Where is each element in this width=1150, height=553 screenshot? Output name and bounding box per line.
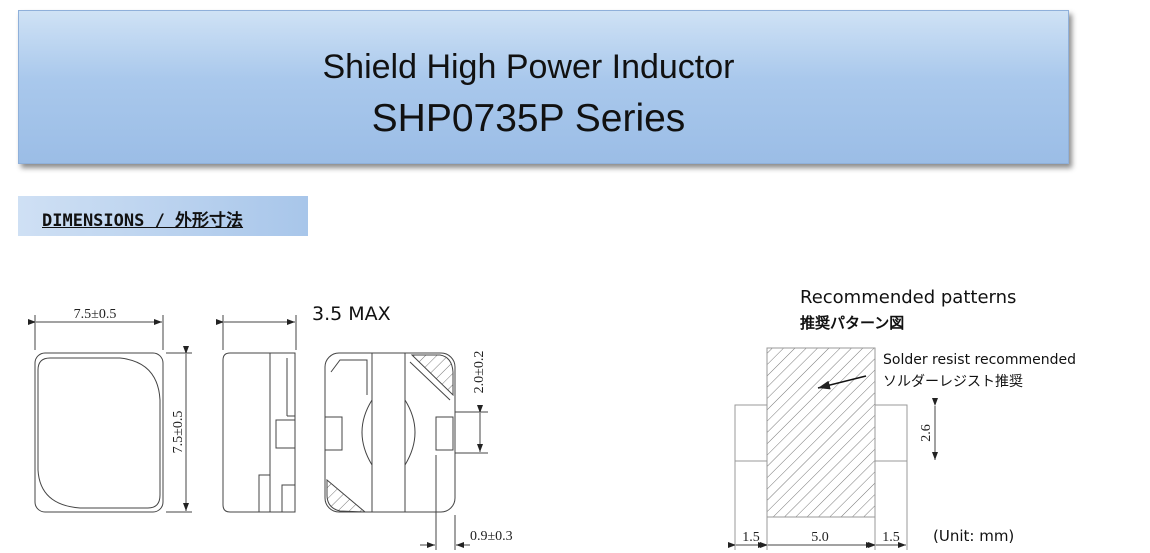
title-banner: Shield High Power Inductor SHP0735P Seri… bbox=[18, 10, 1069, 164]
dim-terminal-width: 2.0±0.2 bbox=[472, 351, 487, 394]
top-view bbox=[28, 315, 192, 513]
dim-side-height: 3.5 MAX bbox=[312, 303, 391, 325]
dim-gap: 5.0 bbox=[811, 530, 829, 545]
dim-top-width: 7.5±0.5 bbox=[74, 307, 117, 322]
dim-pad-right: 1.5 bbox=[882, 530, 900, 545]
land-pattern bbox=[728, 347, 938, 550]
section-label: DIMENSIONS / 外形寸法 bbox=[42, 211, 244, 231]
dim-top-height: 7.5±0.5 bbox=[171, 411, 186, 454]
unit-label: (Unit: mm) bbox=[933, 527, 1014, 545]
solder-resist-note: Solder resist recommended bbox=[883, 352, 1076, 368]
product-series: SHP0735P Series bbox=[371, 97, 686, 140]
pattern-title: Recommended patterns bbox=[800, 287, 1016, 308]
dim-terminal-length: 0.9±0.3 bbox=[470, 529, 513, 544]
pattern-title-jp: 推奨パターン図 bbox=[800, 314, 904, 332]
dim-pad-height: 2.6 bbox=[919, 424, 934, 442]
section-header-dimensions: DIMENSIONS / 外形寸法 bbox=[18, 196, 308, 236]
dim-pad-left: 1.5 bbox=[742, 530, 760, 545]
solder-resist-note-jp: ソルダーレジスト推奨 bbox=[883, 374, 1023, 390]
side-view bbox=[216, 315, 297, 513]
product-title: Shield High Power Inductor bbox=[322, 48, 735, 86]
bottom-view bbox=[324, 352, 488, 550]
